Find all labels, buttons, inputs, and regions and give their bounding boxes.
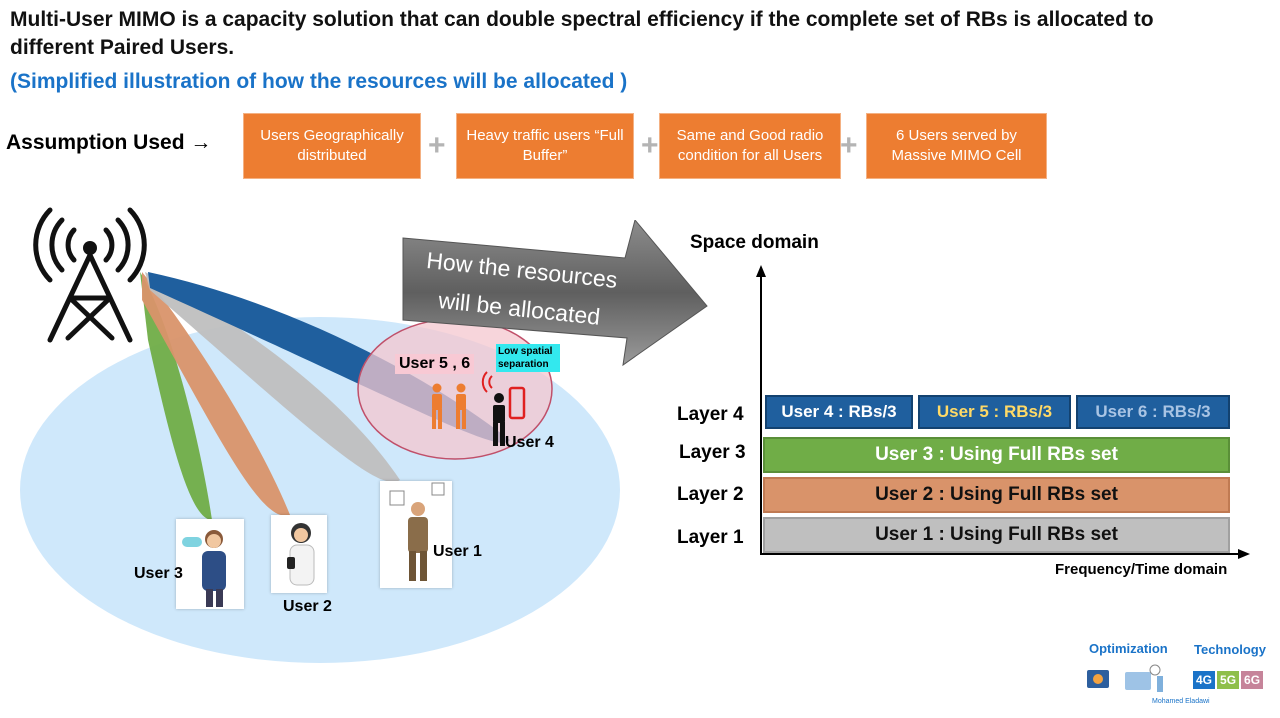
beam-user1 xyxy=(145,272,400,483)
assumption-box-2: Heavy traffic users “Full Buffer” xyxy=(456,113,634,179)
layer1-bar: User 1 : Using Full RBs set xyxy=(763,517,1230,553)
layer-label-3: Layer 3 xyxy=(679,442,746,463)
layer4-user6-bar: User 6 : RBs/3 xyxy=(1076,395,1230,429)
beam-user3 xyxy=(140,272,212,520)
user2-label: User 2 xyxy=(283,598,332,615)
arrow-shape xyxy=(402,220,708,367)
assumption-label: Assumption Used → xyxy=(6,131,212,154)
layer2-bar: User 2 : Using Full RBs set xyxy=(763,477,1230,513)
plus-icon: + xyxy=(641,129,659,162)
plus-icon: + xyxy=(840,129,858,162)
layer3-bar: User 3 : Using Full RBs set xyxy=(763,437,1230,473)
user1-label: User 1 xyxy=(433,543,482,560)
user4-label: User 4 xyxy=(505,434,554,451)
user3-avatar xyxy=(176,519,244,609)
beam-user2 xyxy=(142,272,290,516)
user5-6-label: User 5 , 6 xyxy=(395,354,475,374)
signal-icon xyxy=(481,371,493,393)
antenna-dot-icon xyxy=(83,241,97,255)
antenna-tower-icon xyxy=(33,207,147,343)
logo-author: Mohamed Eladawi xyxy=(1152,698,1210,705)
assumption-box-3: Same and Good radio condition for all Us… xyxy=(659,113,841,179)
phone-icon xyxy=(508,386,526,420)
generation-badges: 4G 5G 6G xyxy=(1193,671,1264,689)
optimization-icon xyxy=(1087,664,1163,692)
y-axis-arrowhead-icon xyxy=(756,265,766,277)
assumption-box-1: Users Geographically distributed xyxy=(243,113,421,179)
page-subtitle: (Simplified illustration of how the reso… xyxy=(10,70,628,93)
coverage-scene xyxy=(20,207,620,663)
page-title: Multi-User MIMO is a capacity solution t… xyxy=(10,8,1154,59)
layer-label-1: Layer 1 xyxy=(677,527,744,548)
user2-avatar xyxy=(271,515,327,593)
badge-5g: 5G xyxy=(1217,671,1240,689)
user1-avatar xyxy=(380,481,452,588)
user4-figure-icon xyxy=(493,393,505,446)
logo-technology: Technology xyxy=(1194,642,1266,657)
axes xyxy=(756,265,1250,559)
x-axis-arrowhead-icon xyxy=(1238,549,1250,559)
layer-label-2: Layer 2 xyxy=(677,484,744,505)
assumption-box-4: 6 Users served by Massive MIMO Cell xyxy=(866,113,1047,179)
allocation-arrow xyxy=(402,220,708,367)
low-spatial-label: Low spatial separation xyxy=(496,344,560,372)
x-axis-label: Frequency/Time domain xyxy=(1055,561,1228,578)
badge-6g: 6G xyxy=(1241,671,1264,689)
layer4-user4-bar: User 4 : RBs/3 xyxy=(765,395,913,429)
y-axis-label: Space domain xyxy=(690,232,819,253)
layer-label-4: Layer 4 xyxy=(677,404,744,425)
user3-label: User 3 xyxy=(134,565,183,582)
logo-optimization: Optimization xyxy=(1089,641,1168,656)
badge-4g: 4G xyxy=(1193,671,1216,689)
plus-icon: + xyxy=(428,129,446,162)
layer4-user5-bar: User 5 : RBs/3 xyxy=(918,395,1071,429)
user5-6-figures-icon xyxy=(432,383,466,429)
